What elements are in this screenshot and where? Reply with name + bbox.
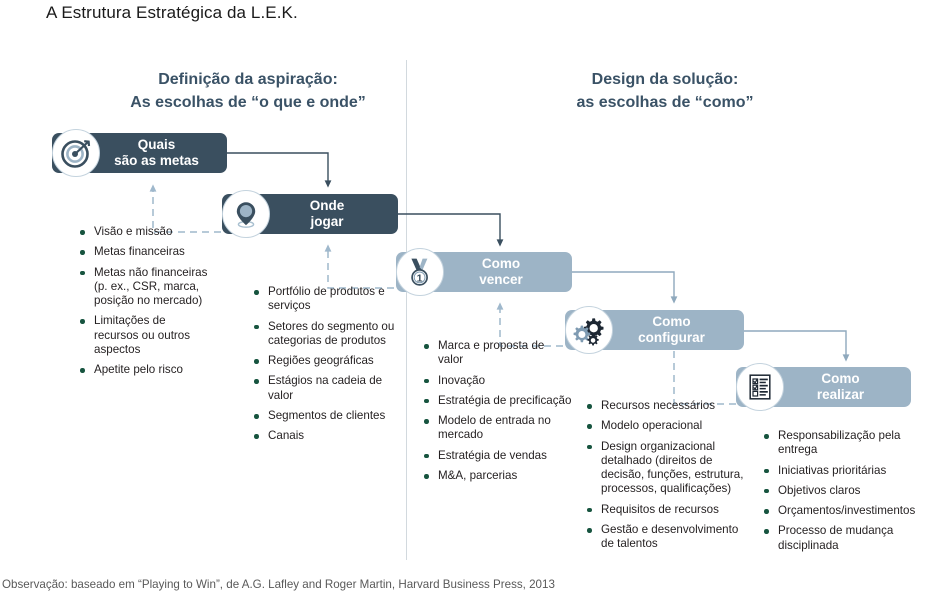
list-item: Setores do segmento ou categorias de pro… bbox=[250, 320, 400, 349]
list-item: Requisitos de recursos bbox=[583, 503, 746, 517]
node-line1-configurar: Como bbox=[652, 314, 691, 329]
target-icon bbox=[52, 129, 100, 177]
node-line1-realizar: Como bbox=[821, 371, 860, 386]
list-item: Gestão e desenvolvimento de talentos bbox=[583, 523, 746, 552]
gears-icon bbox=[565, 306, 613, 354]
section-header-solution-design: Design da solução: as escolhas de “como” bbox=[520, 68, 810, 114]
map-pin-icon bbox=[222, 190, 270, 238]
node-line2-quais: são as metas bbox=[114, 153, 199, 168]
page-title: A Estrutura Estratégica da L.E.K. bbox=[46, 3, 298, 22]
column-divider bbox=[406, 60, 407, 560]
list-item: Estratégia de precificação bbox=[420, 394, 572, 408]
node-line1-quais: Quais bbox=[137, 137, 176, 152]
list-item: Portfólio de produtos e serviços bbox=[250, 285, 400, 314]
list-item: Inovação bbox=[420, 374, 572, 388]
node-line2-realizar: realizar bbox=[816, 387, 865, 402]
bullets-como-vencer: Marca e proposta de valor Inovação Estra… bbox=[420, 339, 572, 489]
bullets-onde-jogar: Portfólio de produtos e serviços Setores… bbox=[250, 285, 400, 450]
checklist-icon bbox=[736, 363, 784, 411]
bullets-como-realizar: Responsabilização pela entrega Iniciativ… bbox=[760, 429, 918, 559]
list-item: Responsabilização pela entrega bbox=[760, 429, 918, 458]
node-quais-sao-as-metas[interactable]: Quais são as metas bbox=[52, 129, 227, 177]
section-header-aspiration: Definição da aspiração: As escolhas de “… bbox=[98, 68, 398, 114]
list-item: Objetivos claros bbox=[760, 484, 918, 498]
svg-text:1: 1 bbox=[417, 273, 423, 285]
list-item: Recursos necessários bbox=[583, 399, 746, 413]
list-item: Limitações de recursos ou outros aspecto… bbox=[76, 314, 211, 357]
list-item: Apetite pelo risco bbox=[76, 363, 211, 377]
list-item: Modelo de entrada no mercado bbox=[420, 414, 572, 443]
list-item: Metas não financeiras (p. ex., CSR, marc… bbox=[76, 266, 211, 309]
bullets-metas: Visão e missão Metas financeiras Metas n… bbox=[76, 225, 211, 384]
list-item: Canais bbox=[250, 429, 400, 443]
node-como-configurar[interactable]: Como configurar bbox=[565, 306, 744, 354]
node-line2-vencer: vencer bbox=[479, 272, 523, 287]
node-como-vencer[interactable]: 1 Como vencer bbox=[396, 248, 572, 296]
list-item: Estratégia de vendas bbox=[420, 449, 572, 463]
medal-icon: 1 bbox=[396, 248, 444, 296]
bullets-como-configurar: Recursos necessários Modelo operacional … bbox=[583, 399, 746, 558]
list-item: Orçamentos/investimentos bbox=[760, 504, 918, 518]
section-header-solution-line1: Design da solução: bbox=[591, 71, 739, 88]
section-header-aspiration-line1: Definição da aspiração: bbox=[158, 71, 338, 88]
footnote: Observação: baseado em “Playing to Win”,… bbox=[2, 578, 555, 591]
list-item: M&A, parcerias bbox=[420, 469, 572, 483]
list-item: Estágios na cadeia de valor bbox=[250, 374, 400, 403]
node-line1-onde: Onde bbox=[309, 198, 345, 213]
node-onde-jogar[interactable]: Onde jogar bbox=[222, 190, 398, 238]
list-item: Iniciativas prioritárias bbox=[760, 464, 918, 478]
node-line2-onde: jogar bbox=[310, 214, 344, 229]
list-item: Design organizacional detalhado (direito… bbox=[583, 440, 746, 497]
list-item: Marca e proposta de valor bbox=[420, 339, 572, 368]
node-line2-configurar: configurar bbox=[638, 330, 705, 345]
section-header-aspiration-line2: As escolhas de “o que e onde” bbox=[130, 94, 366, 111]
list-item: Processo de mudança disciplinada bbox=[760, 524, 918, 553]
section-header-solution-line2: as escolhas de “como” bbox=[576, 94, 754, 111]
node-line1-vencer: Como bbox=[481, 256, 521, 271]
list-item: Modelo operacional bbox=[583, 419, 746, 433]
list-item: Regiões geográficas bbox=[250, 354, 400, 368]
node-como-realizar[interactable]: Como realizar bbox=[736, 363, 911, 411]
list-item: Segmentos de clientes bbox=[250, 409, 400, 423]
list-item: Metas financeiras bbox=[76, 245, 211, 259]
list-item: Visão e missão bbox=[76, 225, 211, 239]
